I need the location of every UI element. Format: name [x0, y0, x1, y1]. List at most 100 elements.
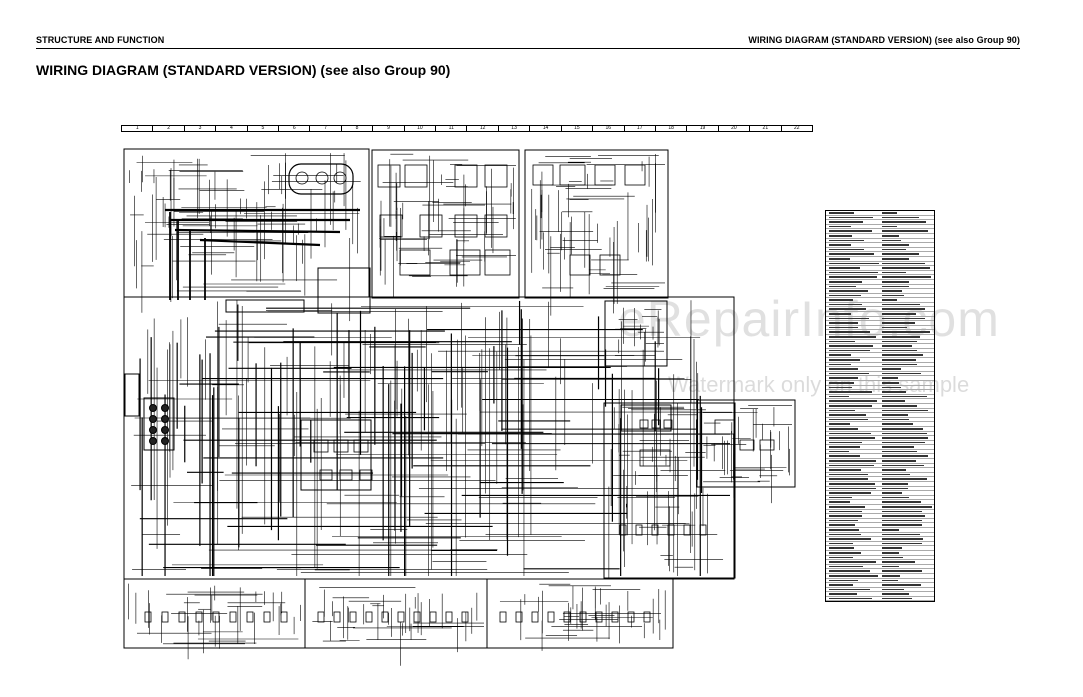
frame-relay-panel [371, 149, 520, 299]
component-symbol [624, 164, 646, 186]
component-symbol [365, 611, 373, 623]
legend-row [826, 473, 934, 478]
components [144, 164, 775, 623]
component-symbol [319, 469, 333, 481]
component-symbol [714, 419, 736, 435]
component-symbol [144, 611, 152, 623]
legend-row [826, 542, 934, 547]
legend-row [826, 454, 934, 460]
legend-row [826, 505, 934, 510]
legend-row [826, 303, 934, 308]
legend-row [826, 404, 934, 409]
wire [199, 238, 321, 247]
frame-dashboard [123, 148, 370, 298]
grid-column-label: 22 [793, 125, 800, 131]
legend-row [826, 243, 934, 248]
component-symbol [699, 524, 707, 536]
legend-row [826, 477, 934, 483]
legend-row [826, 579, 934, 584]
component-symbol [399, 249, 431, 276]
component-symbol [195, 611, 203, 623]
legend-row [826, 317, 934, 322]
legend-row [826, 491, 934, 496]
component-symbol [532, 164, 554, 186]
legend-row [826, 321, 934, 326]
instrument-cluster [288, 163, 354, 195]
component-symbol [429, 611, 437, 623]
component-symbol [246, 611, 254, 623]
legend-row [826, 358, 934, 363]
grid-column-label: 16 [593, 126, 625, 131]
grid-column-label: 4 [216, 126, 248, 131]
component-symbol [547, 611, 555, 623]
component-symbol [759, 439, 775, 451]
legend-row [826, 537, 934, 542]
component-symbol [639, 419, 649, 429]
legend-row [826, 307, 934, 313]
component-symbol [651, 419, 661, 429]
component-symbol [229, 611, 237, 623]
legend-row [826, 399, 934, 404]
legend-row [826, 280, 934, 285]
component-symbol [599, 254, 621, 276]
legend-row [826, 432, 934, 437]
legend-row [826, 220, 934, 225]
legend-row [826, 266, 934, 271]
legend-row [826, 390, 934, 395]
component-symbol [349, 611, 357, 623]
legend-row [826, 551, 934, 556]
legend-row [826, 588, 934, 593]
legend-row [826, 510, 934, 515]
legend-row [826, 395, 934, 400]
component-symbol [454, 164, 478, 188]
component-symbol [178, 611, 186, 623]
info-box [317, 267, 371, 314]
grid-column-label: 7 [310, 126, 342, 131]
legend-row [826, 597, 934, 601]
component-symbol [381, 611, 389, 623]
component-symbol [449, 249, 481, 276]
grid-column-label: 14 [530, 126, 562, 131]
legend-row [826, 252, 934, 257]
grid-column-label: 1 [122, 126, 154, 131]
legend-row [826, 381, 934, 386]
grid-column-label: 11 [436, 126, 468, 131]
legend-row [826, 569, 934, 574]
legend-row [826, 496, 934, 501]
component-symbol [353, 439, 369, 453]
legend-row [826, 556, 934, 561]
legend-row [826, 229, 934, 234]
keypad-button [149, 415, 157, 423]
legend-row [826, 257, 934, 262]
side-connector [124, 373, 140, 417]
gauge [315, 171, 329, 185]
legend-row [826, 211, 934, 216]
page-title: WIRING DIAGRAM (STANDARD VERSION) (see a… [36, 62, 451, 78]
grid-column-label: 13 [499, 126, 531, 131]
component-symbol [635, 524, 643, 536]
component-symbol [667, 524, 675, 536]
component-symbol [531, 611, 539, 623]
legend-row [826, 500, 934, 505]
component-symbol [579, 611, 587, 623]
component-symbol [413, 611, 421, 623]
component-symbol [313, 439, 329, 453]
component-symbol [454, 214, 478, 238]
component-symbol [484, 249, 511, 276]
grid-column-label: 21 [750, 126, 782, 131]
display-unit [620, 404, 672, 432]
component-symbol [499, 611, 507, 623]
component-symbol [339, 469, 353, 481]
legend-row [826, 234, 934, 239]
legend-row [826, 248, 934, 253]
legend-row [826, 464, 934, 469]
component-legend-table [825, 210, 935, 602]
component-symbol [639, 449, 671, 467]
central-unit [300, 419, 372, 491]
legend-row [826, 340, 934, 345]
component-symbol [611, 611, 619, 623]
legend-row [826, 583, 934, 588]
legend-row [826, 239, 934, 244]
legend-row [826, 422, 934, 427]
